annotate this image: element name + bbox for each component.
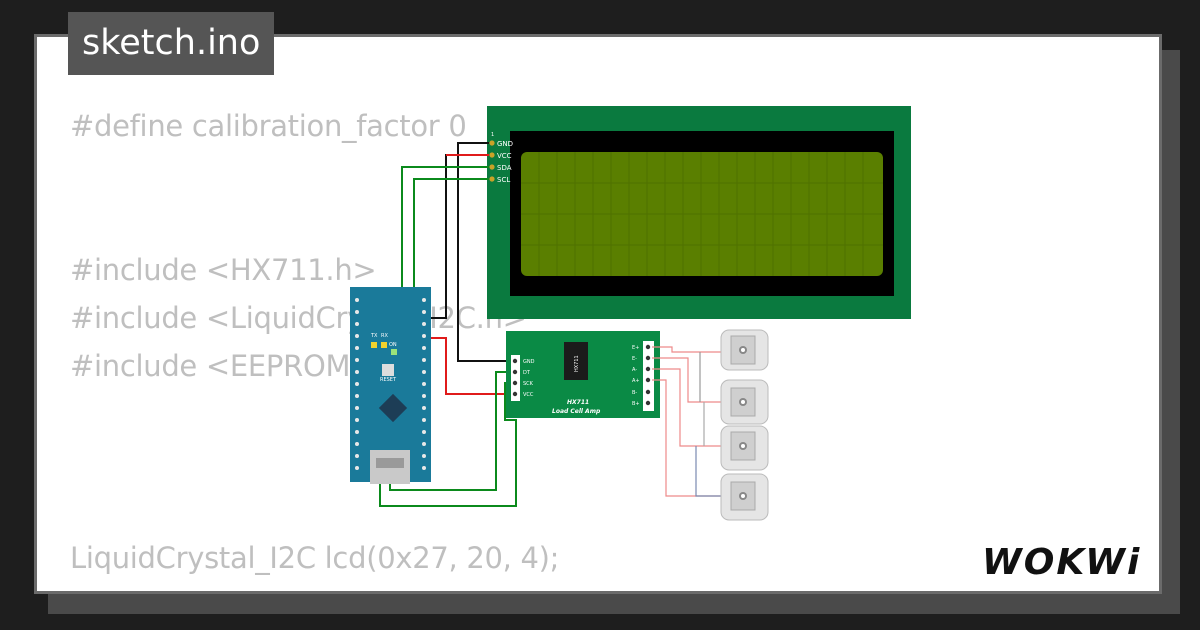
wokwi-logo-text: WOKWi — [982, 542, 1141, 582]
nano-reset-label: RESET — [380, 377, 397, 383]
hx-label-b-minus: B- — [632, 390, 637, 396]
lcd-pin-label-gnd: GND — [497, 140, 513, 148]
reset-button[interactable] — [382, 364, 394, 376]
arduino-nano[interactable]: TX RX ON RESET — [350, 287, 431, 484]
load-cell-3[interactable] — [720, 425, 769, 471]
lcd-pin-vcc[interactable] — [489, 152, 495, 158]
lcd-pin-scl[interactable] — [489, 176, 495, 182]
nano-rx-label: RX — [381, 333, 388, 339]
lcd-pin-gnd[interactable] — [489, 140, 495, 146]
hx711-board-sublabel: Load Cell Amp — [552, 408, 601, 415]
load-cell-4[interactable] — [720, 473, 769, 521]
hx711-board-label: HX711 — [567, 399, 589, 406]
code-line-include-lcd: #include <LiquidCrystal_I2C.h> — [70, 301, 527, 335]
code-line-include-eeprom: #include <EEPROM.h> — [70, 349, 402, 383]
hx-label-b-plus: B+ — [632, 401, 640, 407]
hx711-module[interactable]: GND DT SCK VCC HX711 HX711 Load Cell Amp… — [506, 331, 660, 418]
lcd-display[interactable]: 1 GND VCC SDA SCL — [487, 106, 911, 319]
hx-label-e-plus: E+ — [632, 345, 639, 351]
hx711-chip-label: HX711 — [574, 355, 580, 372]
code-line-lcd-init: LiquidCrystal_I2C lcd(0x27, 20, 4); — [70, 541, 560, 575]
hx-label-vcc: VCC — [523, 392, 534, 398]
lcd-pin-one: 1 — [491, 132, 494, 138]
hx-label-sck: SCK — [523, 381, 534, 387]
hx-label-gnd: GND — [523, 359, 535, 365]
hx-label-dt: DT — [523, 370, 531, 376]
hx-label-e-minus: E- — [632, 356, 637, 362]
hx-pin-sck[interactable] — [512, 380, 518, 386]
wokwi-logo: WOKWi — [982, 542, 1141, 582]
hx-pin-vcc[interactable] — [512, 391, 518, 397]
code-line-define: #define calibration_factor 0 — [70, 109, 467, 143]
nano-on-label: ON — [389, 342, 397, 348]
lcd-pin-label-vcc: VCC — [497, 152, 512, 160]
hx-label-a-plus: A+ — [632, 378, 640, 384]
load-cell-2[interactable] — [720, 379, 769, 425]
hx-label-a-minus: A- — [632, 367, 637, 373]
hx-pin-gnd[interactable] — [512, 358, 518, 364]
lcd-grid — [521, 152, 883, 276]
file-tab[interactable]: sketch.ino — [68, 12, 275, 75]
nano-chip — [378, 393, 408, 423]
code-line-include-hx711: #include <HX711.h> — [70, 253, 377, 287]
nano-tx-label: TX — [370, 333, 378, 339]
hx-pin-dt[interactable] — [512, 369, 518, 375]
hx711-chip — [564, 342, 588, 380]
wire-vcc-hx[interactable] — [431, 337, 511, 395]
lcd-pin-label-sda: SDA — [497, 164, 512, 172]
load-cell-1[interactable] — [720, 329, 769, 371]
wire-gnd-lcd-hx[interactable] — [457, 142, 511, 362]
lcd-pin-sda[interactable] — [489, 164, 495, 170]
lcd-pin-label-scl: SCL — [497, 176, 510, 184]
load-cell-wires — [652, 346, 722, 497]
